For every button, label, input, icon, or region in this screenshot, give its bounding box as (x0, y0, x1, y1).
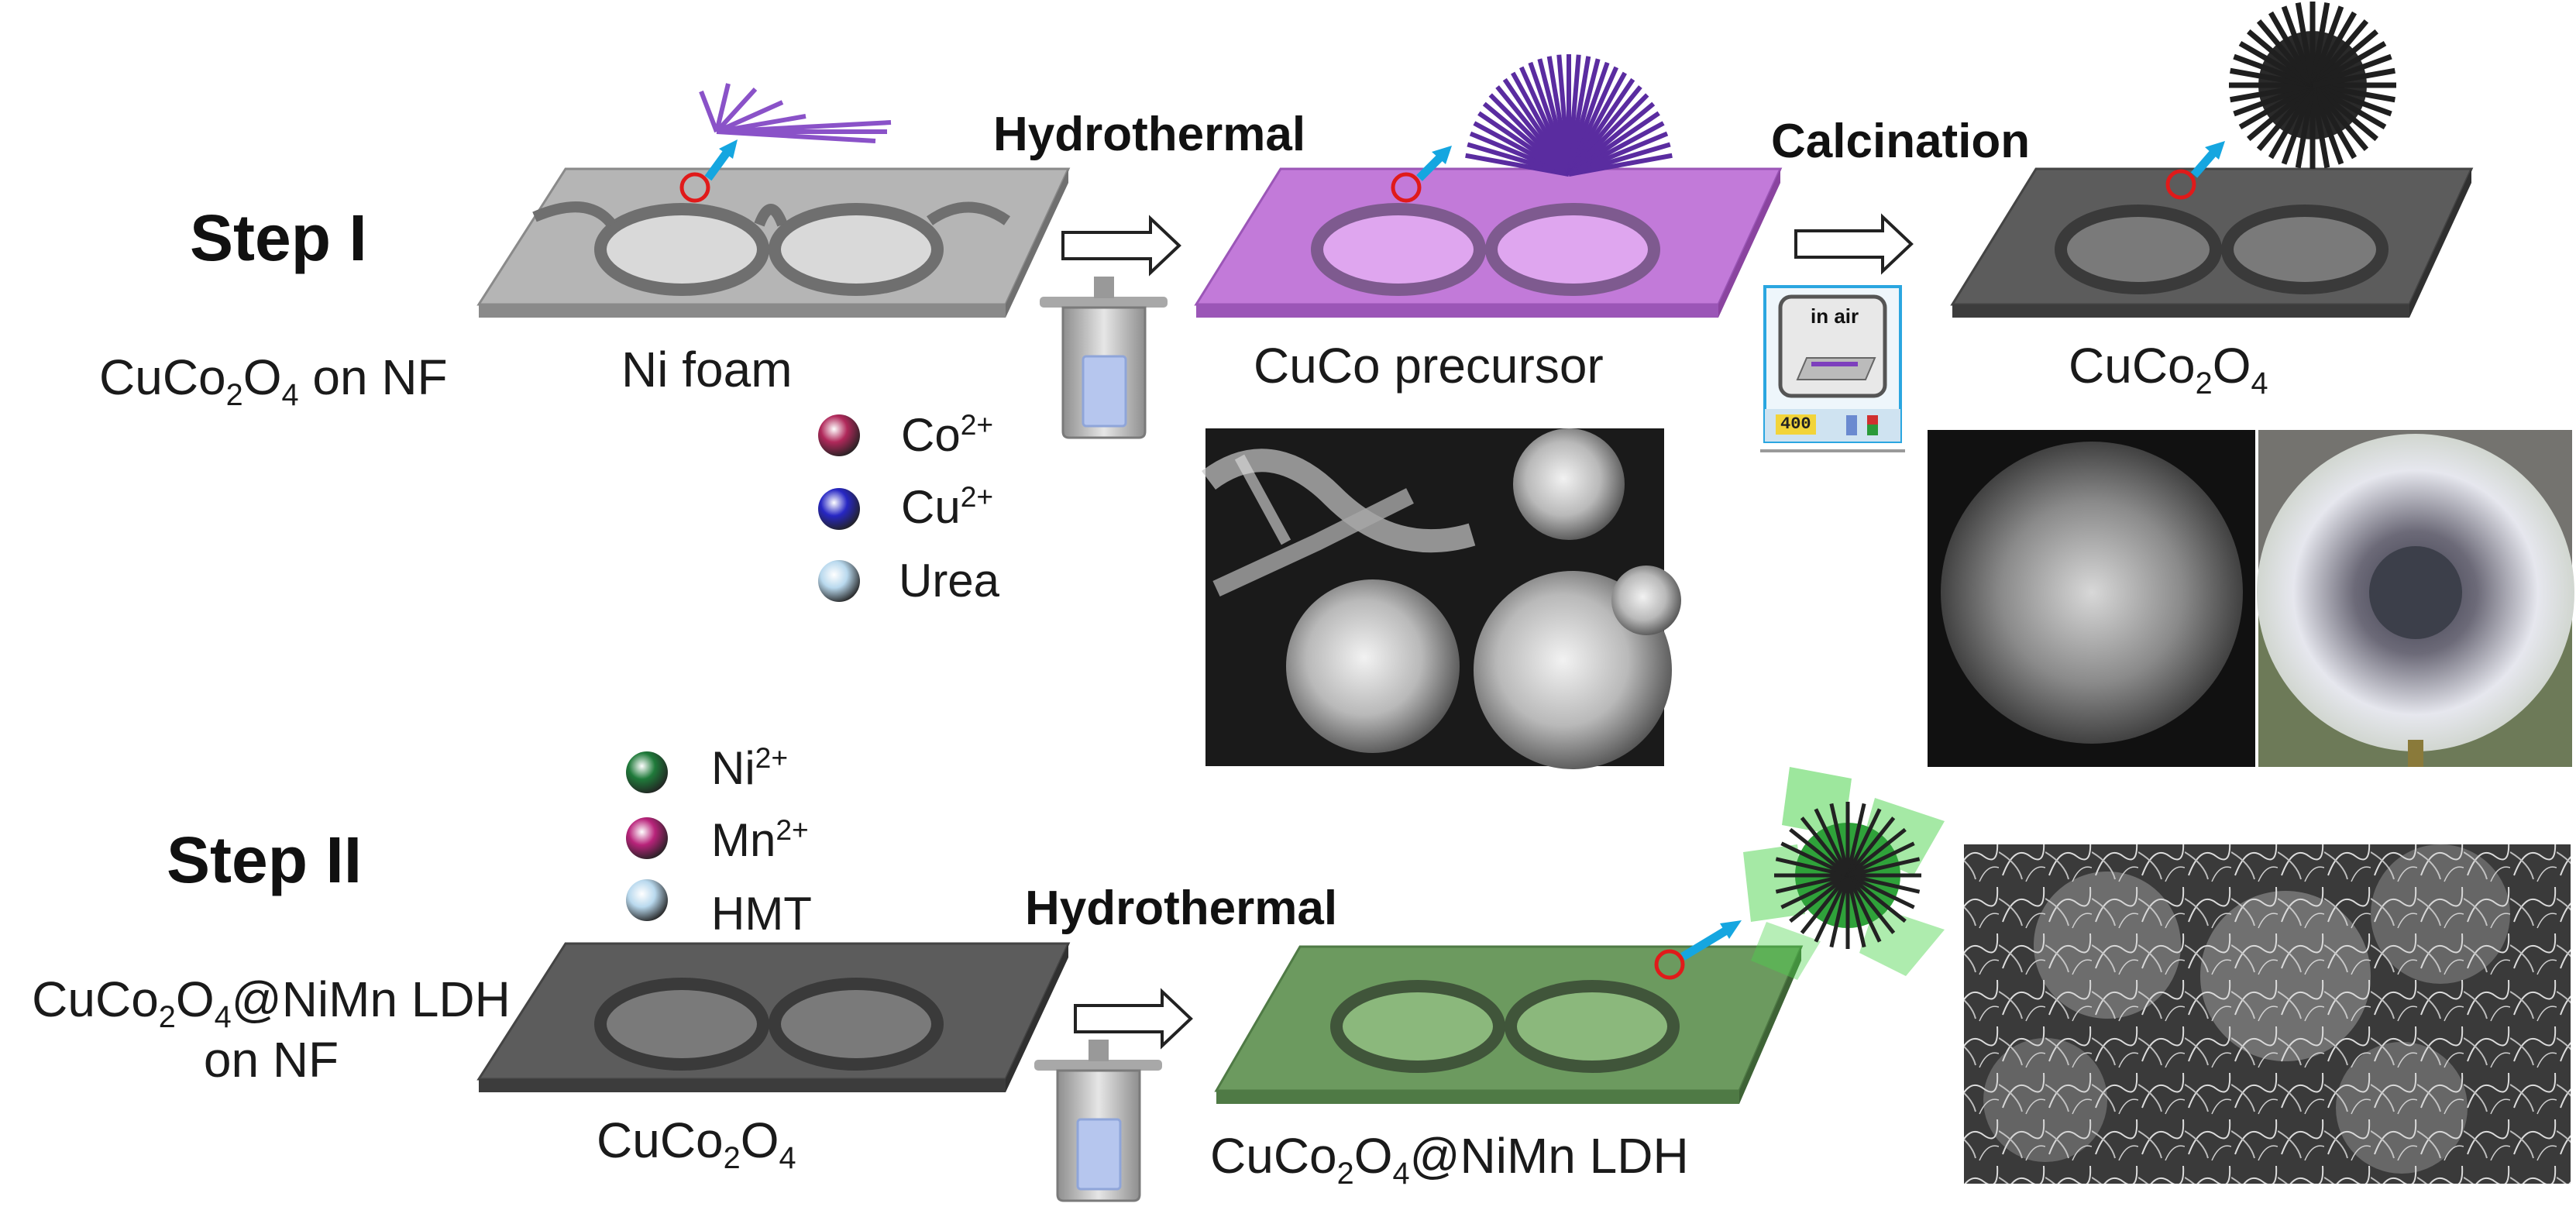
precursor-label: CuCo precursor (1254, 338, 1604, 394)
oxide-slab (1950, 141, 2474, 318)
autoclave-icon (1040, 277, 1168, 439)
sem-image-ldh (1964, 844, 2571, 1184)
reagent-label-ni: Ni2+ (711, 741, 789, 794)
reagent-sphere-icon (626, 751, 668, 793)
step-two-title: Step II (167, 823, 363, 896)
reagent-sphere-icon (626, 879, 668, 921)
reagent-sphere-icon (818, 560, 860, 602)
temperature-display: 400 (1776, 414, 1816, 435)
step-two-product-label: CuCo2O4@NiMn LDH on NF (15, 975, 527, 1085)
reagent-label-cu: Cu2+ (901, 480, 994, 533)
step-one-product-label: CuCo2O4 on NF (99, 349, 448, 412)
oxide-label: CuCo2O4 (2069, 338, 2268, 401)
step-two-product-line1: CuCo2O4@NiMn LDH (32, 971, 511, 1034)
step-one-title: Step I (190, 201, 367, 274)
ni-foam-slab (476, 139, 1071, 318)
core-shell-microsphere-icon (1743, 767, 1945, 980)
calcination-label: Calcination (1771, 115, 2031, 168)
step-two-substrate-label: CuCo2O4 (597, 1112, 796, 1175)
process-arrow (1074, 988, 1193, 1050)
ni-foam-marker (679, 172, 710, 203)
step-two-product-line2: on NF (203, 1032, 339, 1088)
hydrothermal-label: Hydrothermal (993, 108, 1306, 161)
hydrothermal-label-step2: Hydrothermal (1025, 882, 1338, 935)
reagent-label-mn: Mn2+ (711, 813, 809, 866)
oxide-slab-step2 (476, 942, 1071, 1092)
reagent-sphere-icon (818, 488, 860, 530)
ldh-slab (1214, 920, 1804, 1104)
process-arrow (1794, 213, 1914, 275)
process-arrow (1061, 215, 1181, 277)
sem-image-oxide (1928, 430, 2255, 767)
reagent-sphere-icon (818, 414, 860, 456)
ni-foam-label: Ni foam (621, 342, 793, 397)
autoclave-icon (1034, 1040, 1162, 1202)
precursor-slab (1194, 146, 1783, 318)
reagent-sphere-icon (626, 817, 668, 859)
dandelion-photo (2257, 430, 2574, 767)
in-air-label: in air (1811, 304, 1859, 328)
reagent-label-hmt: HMT (711, 888, 812, 940)
nanoneedle-cluster-icon (1465, 54, 1673, 177)
reagent-label-urea: Urea (899, 555, 1000, 607)
reagent-label-co: Co2+ (901, 408, 994, 461)
nanoneedle-sprout-icon (699, 83, 892, 143)
urchin-microsphere-icon (2229, 2, 2396, 169)
ldh-label: CuCo2O4@NiMn LDH (1210, 1128, 1689, 1191)
furnace-icon (1760, 285, 1905, 452)
sem-image-precursor (1202, 428, 1681, 769)
